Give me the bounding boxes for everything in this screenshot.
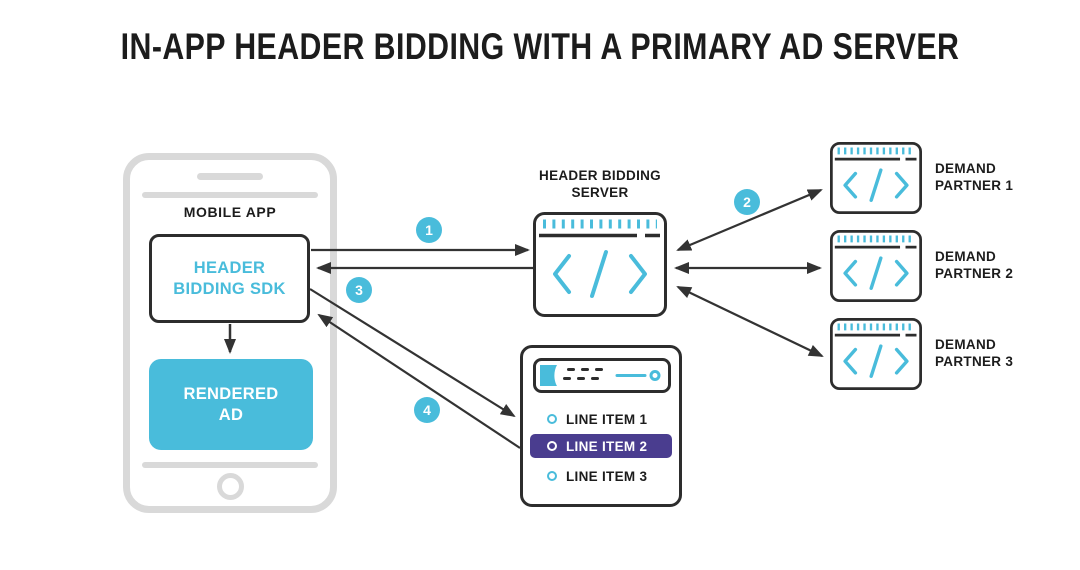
step-badge-1: 1	[416, 217, 442, 243]
bookmark-icon	[540, 365, 557, 386]
rendered-ad-label: RENDERED AD	[183, 384, 279, 424]
demand-partner-1-label: DEMAND PARTNER 1	[935, 161, 1014, 193]
phone-divider-bottom	[142, 462, 318, 468]
arrow-server-dp3	[676, 286, 824, 357]
demand-partner-1-box code-icon	[830, 142, 922, 214]
header-bidding-server-box code-icon	[533, 212, 667, 317]
bullet-icon	[547, 414, 557, 424]
phone-home-button	[217, 473, 244, 500]
bullet-icon	[547, 471, 557, 481]
phone-divider-top	[142, 192, 318, 198]
ad-server-toolbar-icon	[533, 358, 671, 393]
line-item-2-label: LINE ITEM 2	[566, 438, 648, 454]
line-item-1-row: LINE ITEM 1	[523, 407, 679, 431]
step-badge-2: 2	[734, 189, 760, 215]
step-badge-3: 3	[346, 277, 372, 303]
demand-partner-2-box code-icon	[830, 230, 922, 302]
bullet-icon	[547, 441, 557, 451]
line-item-3-row: LINE ITEM 3	[523, 464, 679, 488]
phone-speaker	[197, 173, 263, 180]
demand-partner-3-label: DEMAND PARTNER 3	[935, 337, 1014, 369]
mobile-phone-frame: MOBILE APP HEADER BIDDING SDK RENDERED A…	[123, 153, 337, 513]
demand-partner-2-label: DEMAND PARTNER 2	[935, 249, 1014, 281]
arrow-sdk-to-adserver	[309, 288, 516, 418]
line-item-2-row-highlighted: LINE ITEM 2	[530, 434, 672, 458]
line-item-3-label: LINE ITEM 3	[566, 468, 648, 484]
rendered-ad-box: RENDERED AD	[149, 359, 313, 450]
demand-partner-3-box code-icon	[830, 318, 922, 390]
header-bidding-sdk-label: HEADER BIDDING SDK	[173, 258, 286, 298]
header-bidding-sdk-box: HEADER BIDDING SDK	[149, 234, 310, 323]
arrow-adserver-to-sdk	[317, 313, 521, 449]
page-title: IN-APP HEADER BIDDING WITH A PRIMARY AD …	[120, 26, 960, 67]
step-badge-4: 4	[414, 397, 440, 423]
mobile-app-label: MOBILE APP	[183, 204, 277, 220]
line-item-1-label: LINE ITEM 1	[566, 411, 648, 427]
primary-ad-server-box: LINE ITEM 1 LINE ITEM 2 LINE ITEM 3	[520, 345, 682, 507]
header-bidding-server-label: HEADER BIDDING SERVER	[539, 168, 661, 200]
